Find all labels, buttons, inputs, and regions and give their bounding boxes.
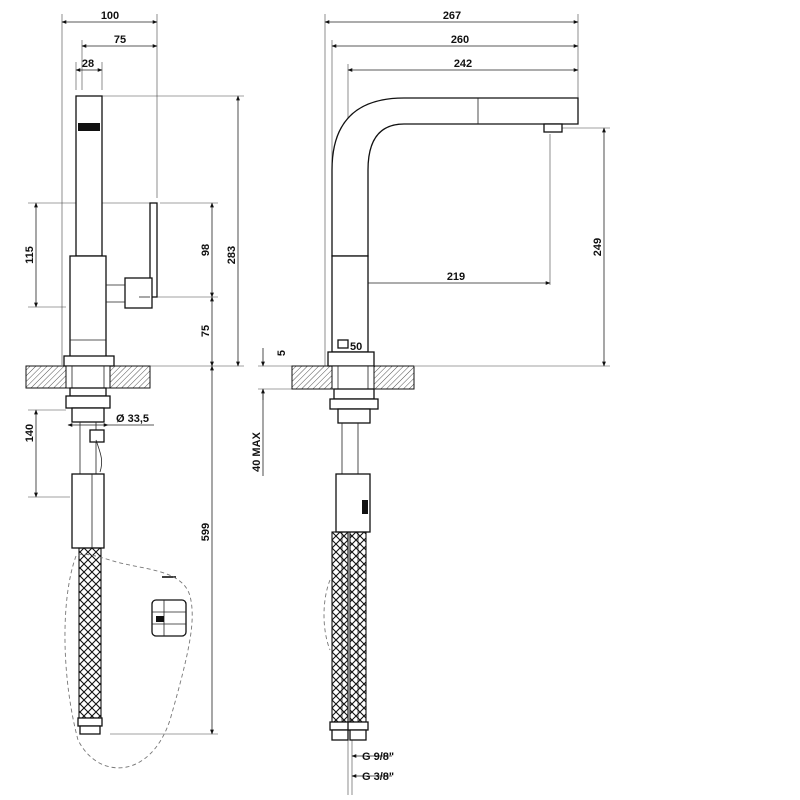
side-faucet-body xyxy=(327,97,579,367)
dim-front-height-75: 75 xyxy=(200,325,212,337)
front-horizontal-dimensions xyxy=(61,20,158,72)
dim-side-width-242: 242 xyxy=(454,58,472,70)
front-countertop xyxy=(25,365,151,389)
dim-front-height-115: 115 xyxy=(24,246,36,264)
front-braided-hose xyxy=(77,547,103,735)
dim-front-height-140: 140 xyxy=(24,424,36,442)
side-horizontal-dimensions xyxy=(324,20,579,778)
dim-front-height-98: 98 xyxy=(200,244,212,256)
side-view: 267 260 242 219 249 50 5 40 MAX G 9/8" G… xyxy=(251,10,610,795)
dim-front-spout-width: 28 xyxy=(82,58,94,70)
side-braided-hoses xyxy=(323,531,369,741)
dim-front-width-upper: 75 xyxy=(114,34,126,46)
front-pullout-path xyxy=(64,553,193,769)
front-hose-weight xyxy=(151,576,187,637)
dim-side-thread-2: G 3/8" xyxy=(362,771,394,783)
dim-side-width-260: 260 xyxy=(451,34,469,46)
front-faucet-body xyxy=(63,95,158,367)
dim-side-width-219: 219 xyxy=(447,271,465,283)
dim-front-height-283: 283 xyxy=(226,246,238,264)
front-vertical-dimensions xyxy=(34,95,240,735)
dim-side-thread-1: G 9/8" xyxy=(362,751,394,763)
front-mounting-shank xyxy=(65,387,111,549)
dim-front-diameter: Ø 33,5 xyxy=(116,413,149,425)
dim-side-thickness-5: 5 xyxy=(276,350,288,356)
dim-side-max-40: 40 MAX xyxy=(251,431,263,471)
dim-side-base-50: 50 xyxy=(350,341,362,353)
dim-side-height-249: 249 xyxy=(592,238,604,256)
side-vertical-dimensions xyxy=(261,127,606,476)
dim-front-width-total: 100 xyxy=(101,10,119,22)
dim-side-width-267: 267 xyxy=(443,10,461,22)
side-countertop xyxy=(291,365,415,390)
front-view: 100 75 28 115 98 283 75 140 599 Ø 33,5 xyxy=(24,10,244,769)
dim-front-height-599: 599 xyxy=(200,523,212,541)
